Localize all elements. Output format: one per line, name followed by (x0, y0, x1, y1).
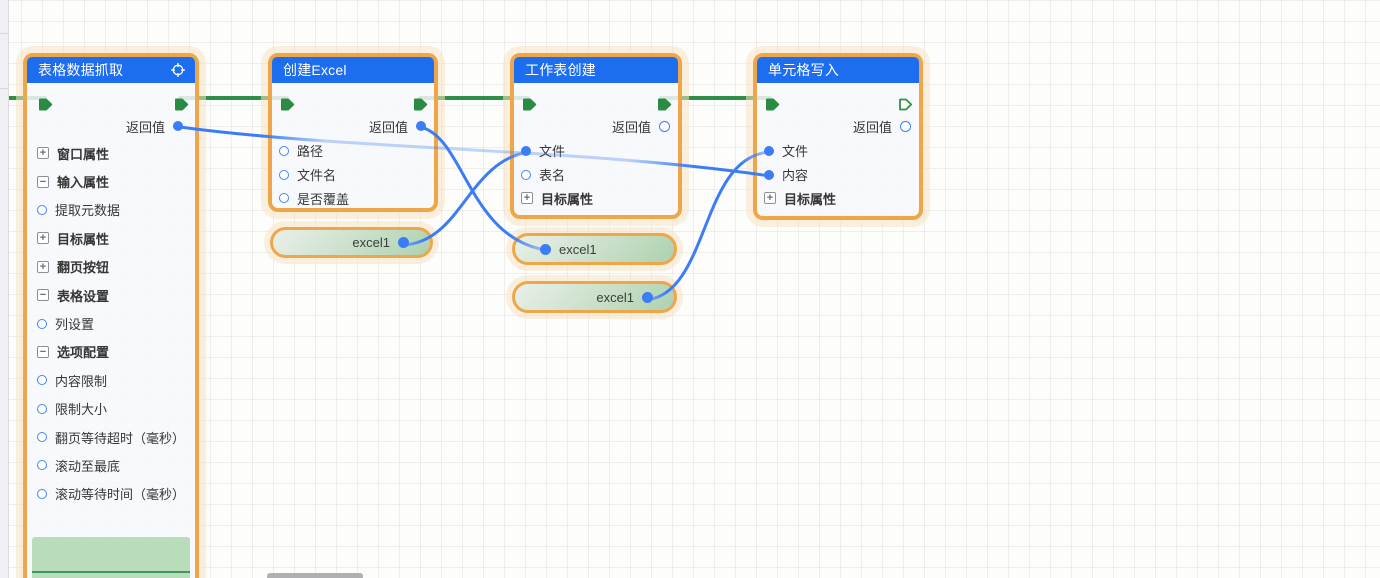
port-circle-icon[interactable] (37, 318, 47, 329)
node-header[interactable]: 表格数据抓取 (27, 57, 195, 83)
port-circle-icon[interactable] (37, 375, 47, 386)
prop-row[interactable]: +目标属性 (514, 186, 678, 210)
flow-out-connector-empty-icon[interactable] (898, 98, 913, 111)
node-header[interactable]: 创建Excel (272, 57, 434, 83)
variable-pill-excel1[interactable]: excel1 (512, 281, 677, 313)
variable-pill-excel1[interactable]: excel1 (270, 227, 433, 258)
return-value-row: 返回值 (27, 113, 195, 139)
prop-row[interactable]: −选项配置 (27, 338, 195, 366)
flow-out-connector-icon[interactable] (413, 98, 428, 111)
node-title: 表格数据抓取 (38, 62, 124, 78)
prop-row[interactable]: 文件名 (272, 163, 434, 187)
prop-row[interactable]: 提取元数据 (27, 196, 195, 224)
prop-row[interactable]: +窗口属性 (27, 139, 195, 167)
variable-port-icon[interactable] (642, 291, 653, 303)
prop-row[interactable]: 路径 (272, 139, 434, 163)
variable-port-icon[interactable] (398, 237, 409, 248)
prop-row[interactable]: 表名 (514, 163, 678, 187)
prop-row[interactable]: 内容限制 (27, 366, 195, 394)
return-value-label: 返回值 (368, 119, 408, 135)
expand-icon[interactable]: + (37, 147, 49, 160)
node-title: 创建Excel (283, 62, 347, 78)
port-dot-icon[interactable] (521, 145, 531, 156)
flow-out-connector-icon[interactable] (657, 98, 672, 111)
flow-in-connector-icon[interactable] (280, 98, 295, 111)
expand-icon[interactable]: + (764, 192, 776, 205)
node-table-data-scrape[interactable]: 表格数据抓取 返回值 +窗口属性 −输入属性 提取元数据 +目标属性 +翻页按钮… (23, 53, 199, 578)
expand-icon[interactable]: + (521, 192, 533, 205)
prop-row[interactable]: 是否覆盖 (272, 186, 434, 210)
port-circle-icon[interactable] (37, 403, 47, 414)
expand-icon[interactable]: + (37, 260, 49, 273)
flow-in-connector-icon[interactable] (765, 98, 780, 111)
port-circle-icon[interactable] (279, 169, 289, 180)
port-dot-icon[interactable] (764, 169, 774, 180)
variable-pill-excel1[interactable]: excel1 (512, 233, 677, 265)
collapse-icon[interactable]: − (37, 345, 49, 358)
collapse-icon[interactable]: − (37, 289, 49, 302)
port-circle-icon[interactable] (521, 169, 531, 180)
return-port-icon[interactable] (900, 120, 911, 132)
prop-row[interactable]: +翻页按钮 (27, 253, 195, 281)
flow-in-connector-icon[interactable] (38, 98, 53, 111)
return-port-icon[interactable] (173, 121, 183, 131)
port-circle-icon[interactable] (37, 488, 47, 499)
node-cell-write[interactable]: 单元格写入 返回值 文件 内容 +目标属性 (753, 53, 923, 220)
port-dot-icon[interactable] (764, 145, 774, 156)
prop-row[interactable]: −输入属性 (27, 167, 195, 195)
prop-row[interactable]: 翻页等待超时（毫秒） (27, 423, 195, 451)
flow-out-connector-icon[interactable] (174, 98, 189, 111)
return-value-label: 返回值 (852, 119, 892, 135)
return-value-row: 返回值 (757, 113, 919, 139)
node-create-excel[interactable]: 创建Excel 返回值 路径 文件名 是否覆盖 (268, 53, 438, 212)
return-value-label: 返回值 (125, 119, 165, 135)
prop-row[interactable]: 文件 (757, 139, 919, 163)
port-circle-icon[interactable] (37, 432, 47, 443)
port-circle-icon[interactable] (37, 204, 47, 215)
variable-port-icon[interactable] (540, 243, 551, 255)
prop-row[interactable]: +目标属性 (757, 186, 919, 210)
variable-label: excel1 (596, 289, 634, 305)
horizontal-scrollbar-thumb[interactable] (267, 573, 363, 578)
variable-label: excel1 (559, 241, 597, 257)
prop-row[interactable]: +目标属性 (27, 224, 195, 252)
canvas-left-edge (0, 0, 9, 578)
edge-tick (0, 33, 8, 34)
prop-row[interactable]: 滚动至最底 (27, 451, 195, 479)
prop-row[interactable]: 文件 (514, 139, 678, 163)
prop-row[interactable]: 内容 (757, 163, 919, 187)
collapse-icon[interactable]: − (37, 175, 49, 188)
port-circle-icon[interactable] (279, 193, 289, 204)
return-value-row: 返回值 (514, 113, 678, 139)
loop-body-block[interactable] (32, 537, 190, 578)
prop-row[interactable]: 限制大小 (27, 395, 195, 423)
variable-label: excel1 (352, 235, 390, 250)
node-title: 单元格写入 (768, 62, 839, 78)
node-header[interactable]: 单元格写入 (757, 57, 919, 83)
node-worksheet-create[interactable]: 工作表创建 返回值 文件 表名 +目标属性 (510, 53, 682, 219)
edge-tick (0, 88, 8, 89)
prop-row[interactable]: 滚动等待时间（毫秒） (27, 480, 195, 508)
return-port-icon[interactable] (416, 121, 426, 131)
port-circle-icon[interactable] (279, 145, 289, 156)
return-port-icon[interactable] (659, 120, 670, 132)
node-header[interactable]: 工作表创建 (514, 57, 678, 83)
prop-row[interactable]: 列设置 (27, 309, 195, 337)
expand-icon[interactable]: + (37, 232, 49, 245)
node-title: 工作表创建 (525, 62, 596, 78)
prop-row[interactable]: −表格设置 (27, 281, 195, 309)
return-value-row: 返回值 (272, 113, 434, 139)
crosshair-target-icon[interactable] (170, 62, 186, 78)
port-circle-icon[interactable] (37, 460, 47, 471)
return-value-label: 返回值 (611, 119, 651, 135)
flow-in-connector-icon[interactable] (522, 98, 537, 111)
